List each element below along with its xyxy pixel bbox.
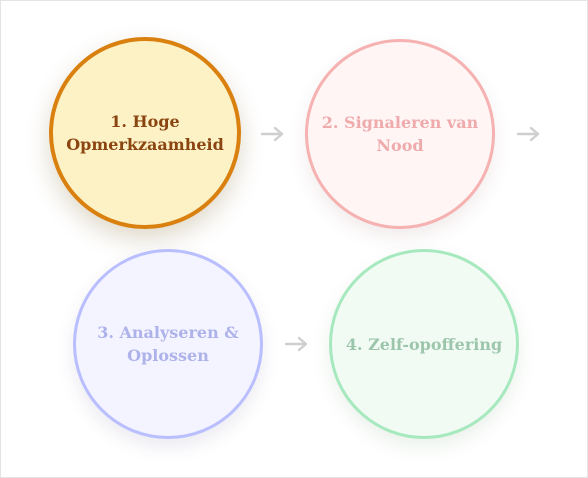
arrow-right-icon [260,126,284,142]
arrow-right-icon [284,336,308,352]
arrow-right-icon [516,126,540,142]
step-3-label-line-1: 3. Analyseren & [97,323,239,342]
step-3-circle: 3. Analyseren & Oplossen [73,249,263,439]
step-3-label: 3. Analyseren & Oplossen [97,321,239,367]
step-2-label: 2. Signaleren van Nood [322,111,478,157]
step-3-label-line-2: Oplossen [127,346,209,365]
step-4-label: 4. Zelf-opoffering [346,333,502,356]
step-1-label: 1. Hoge Opmerkzaamheid [66,110,224,156]
step-2-circle: 2. Signaleren van Nood [305,39,495,229]
step-4-circle: 4. Zelf-opoffering [329,249,519,439]
step-1-label-line-1: 1. Hoge [110,112,180,131]
step-1-circle: 1. Hoge Opmerkzaamheid [49,37,241,229]
step-2-label-line-2: Nood [376,136,424,155]
step-1-label-line-2: Opmerkzaamheid [66,135,224,154]
step-2-label-line-1: 2. Signaleren van [321,113,479,132]
step-4-label-line-1: 4. Zelf-opoffering [345,334,503,354]
